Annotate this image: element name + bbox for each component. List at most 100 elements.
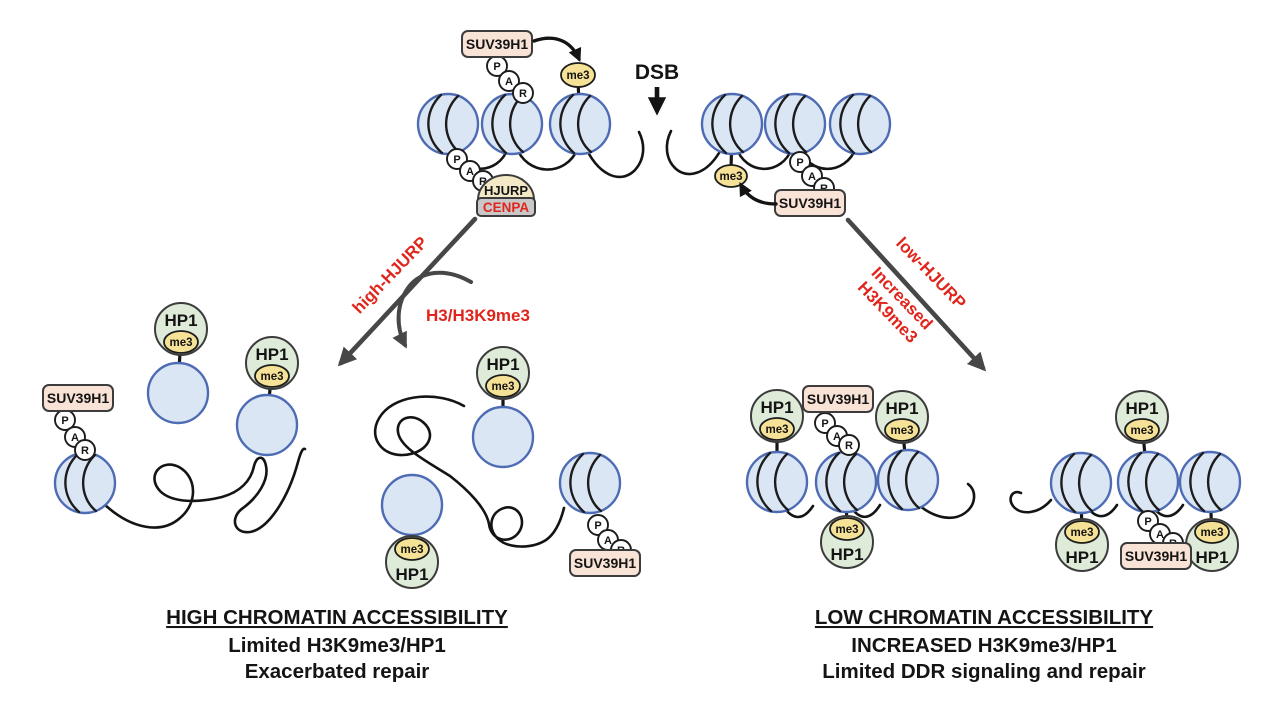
par-a-label: A: [1156, 529, 1164, 541]
me3-label: me3: [400, 544, 423, 556]
par-p-label: P: [453, 154, 460, 166]
caption-right-line1: INCREASED H3K9me3/HP1: [851, 634, 1116, 657]
h3-exchange-arrow: [392, 270, 473, 349]
me3-label: me3: [719, 171, 742, 183]
hp1-badge-inverted: HP1 me3: [1055, 518, 1109, 572]
suv39h1-label: SUV39H1: [574, 555, 636, 571]
dsb-label: DSB: [635, 61, 679, 84]
caption-right-line2: Limited DDR signaling and repair: [822, 660, 1146, 683]
nucleosome-striped: [416, 92, 480, 156]
me3-label: me3: [890, 425, 913, 437]
hp1-label: HP1: [255, 345, 288, 364]
nucleosome-plain: [146, 361, 210, 425]
suv39h1-label: SUV39H1: [807, 391, 869, 407]
par-p-circle: [789, 151, 811, 173]
nucleosome-plain: [380, 473, 444, 537]
me3-oval: [1124, 418, 1160, 442]
nucleosome-striped: [558, 451, 622, 515]
dna-break-tail-left: [582, 130, 645, 179]
caption-left-line1: Limited H3K9me3/HP1: [228, 634, 446, 657]
dna-linker: [514, 144, 580, 171]
me3-oval: [163, 330, 199, 354]
hp1-badge-inverted: HP1 me3: [820, 515, 874, 569]
me3-label: me3: [1130, 425, 1153, 437]
par-r-label: R: [845, 440, 853, 452]
hp1-badge: HP1 me3: [154, 302, 208, 356]
dna-linker: [734, 145, 794, 171]
hp1-badge-inverted: HP1 me3: [385, 535, 439, 589]
suv39h1-box: SUV39H1: [569, 549, 641, 577]
caption-left: HIGH CHROMATIN ACCESSIBILITY Limited H3K…: [166, 606, 508, 683]
hjurp-label: HJURP: [484, 183, 528, 198]
hp1-label: HP1: [395, 565, 428, 584]
hp1-label: HP1: [164, 311, 197, 330]
me3-label: me3: [1200, 527, 1223, 539]
caption-left-line2: Exacerbated repair: [245, 660, 430, 683]
suv39h1-rect: [42, 384, 114, 412]
me3-oval: [714, 164, 748, 188]
dna-break-tail-right: [665, 129, 721, 176]
par-a-circle: [498, 70, 520, 92]
suv39h1-methylation-arrow: [532, 36, 582, 63]
hp1-badge: HP1 me3: [750, 389, 804, 443]
suv39h1-rect: [461, 30, 533, 58]
me3-label: me3: [169, 337, 192, 349]
par-chain: P A R: [814, 412, 860, 456]
par-chain: P A R: [446, 148, 494, 192]
nucleosome-striped: [1049, 451, 1113, 515]
suv39h1-label: SUV39H1: [779, 195, 841, 211]
nucleosome-plain: [471, 405, 535, 469]
hp1-label: HP1: [1065, 548, 1098, 567]
me3-tag: me3: [560, 62, 596, 88]
par-chain: P A R: [486, 55, 534, 104]
dna-tail: [909, 482, 976, 520]
nucleosome-striped: [548, 92, 612, 156]
par-p-label: P: [594, 520, 601, 532]
hp1-badge: HP1 me3: [245, 336, 299, 390]
par-p-label: P: [796, 157, 803, 169]
suv39h1-label: SUV39H1: [466, 36, 528, 52]
arrows: [337, 36, 987, 372]
hp1-badge: HP1 me3: [1115, 390, 1169, 444]
nucleosomes: [53, 92, 1242, 537]
nucleosome-plain: [235, 393, 299, 457]
nucleosome-striped: [1178, 450, 1242, 514]
me3-oval: [829, 517, 865, 541]
suv39h1-label: SUV39H1: [1125, 548, 1187, 564]
low-hjurp-pathway-arrow: [845, 217, 987, 372]
me3-label: me3: [566, 70, 589, 82]
me3-oval: [759, 417, 795, 441]
suv39h1-rect: [802, 385, 874, 413]
dna-tail: [1009, 490, 1053, 514]
par-r-circle: [74, 439, 96, 461]
suv39h1-box: SUV39H1: [1120, 542, 1192, 570]
hp1-badge-inverted: HP1 me3: [1185, 518, 1239, 572]
me3-tag: me3: [714, 164, 748, 188]
par-chain: P A R: [54, 409, 96, 461]
me3-label: me3: [765, 424, 788, 436]
par-a-label: A: [71, 432, 79, 444]
suv39h1-methylation-arrow: [739, 182, 778, 206]
par-r-label: R: [81, 445, 89, 457]
par-a-label: A: [808, 171, 816, 183]
hp1-badge: HP1 me3: [476, 346, 530, 400]
hp1-label: HP1: [1195, 548, 1228, 567]
cenpa-rect: [476, 197, 536, 217]
hp1-label: HP1: [1125, 399, 1158, 418]
dna-open-squiggle-middle: [373, 395, 566, 548]
hp1-label: HP1: [830, 545, 863, 564]
caption-left-title: HIGH CHROMATIN ACCESSIBILITY: [166, 606, 508, 629]
par-r-label: R: [519, 88, 527, 100]
par-p-label: P: [493, 61, 500, 73]
suv39h1-rect: [569, 549, 641, 577]
suv39h1-box: SUV39H1: [802, 385, 874, 413]
nucleosome-striped: [700, 92, 764, 156]
par-p-circle: [587, 514, 609, 536]
nucleosome-striped: [763, 92, 827, 156]
me3-oval: [884, 418, 920, 442]
nucleosome-striped: [876, 448, 940, 512]
nucleosome-striped: [828, 92, 892, 156]
nucleosome-striped: [53, 451, 117, 515]
cenpa-label: CENPA: [483, 200, 530, 215]
